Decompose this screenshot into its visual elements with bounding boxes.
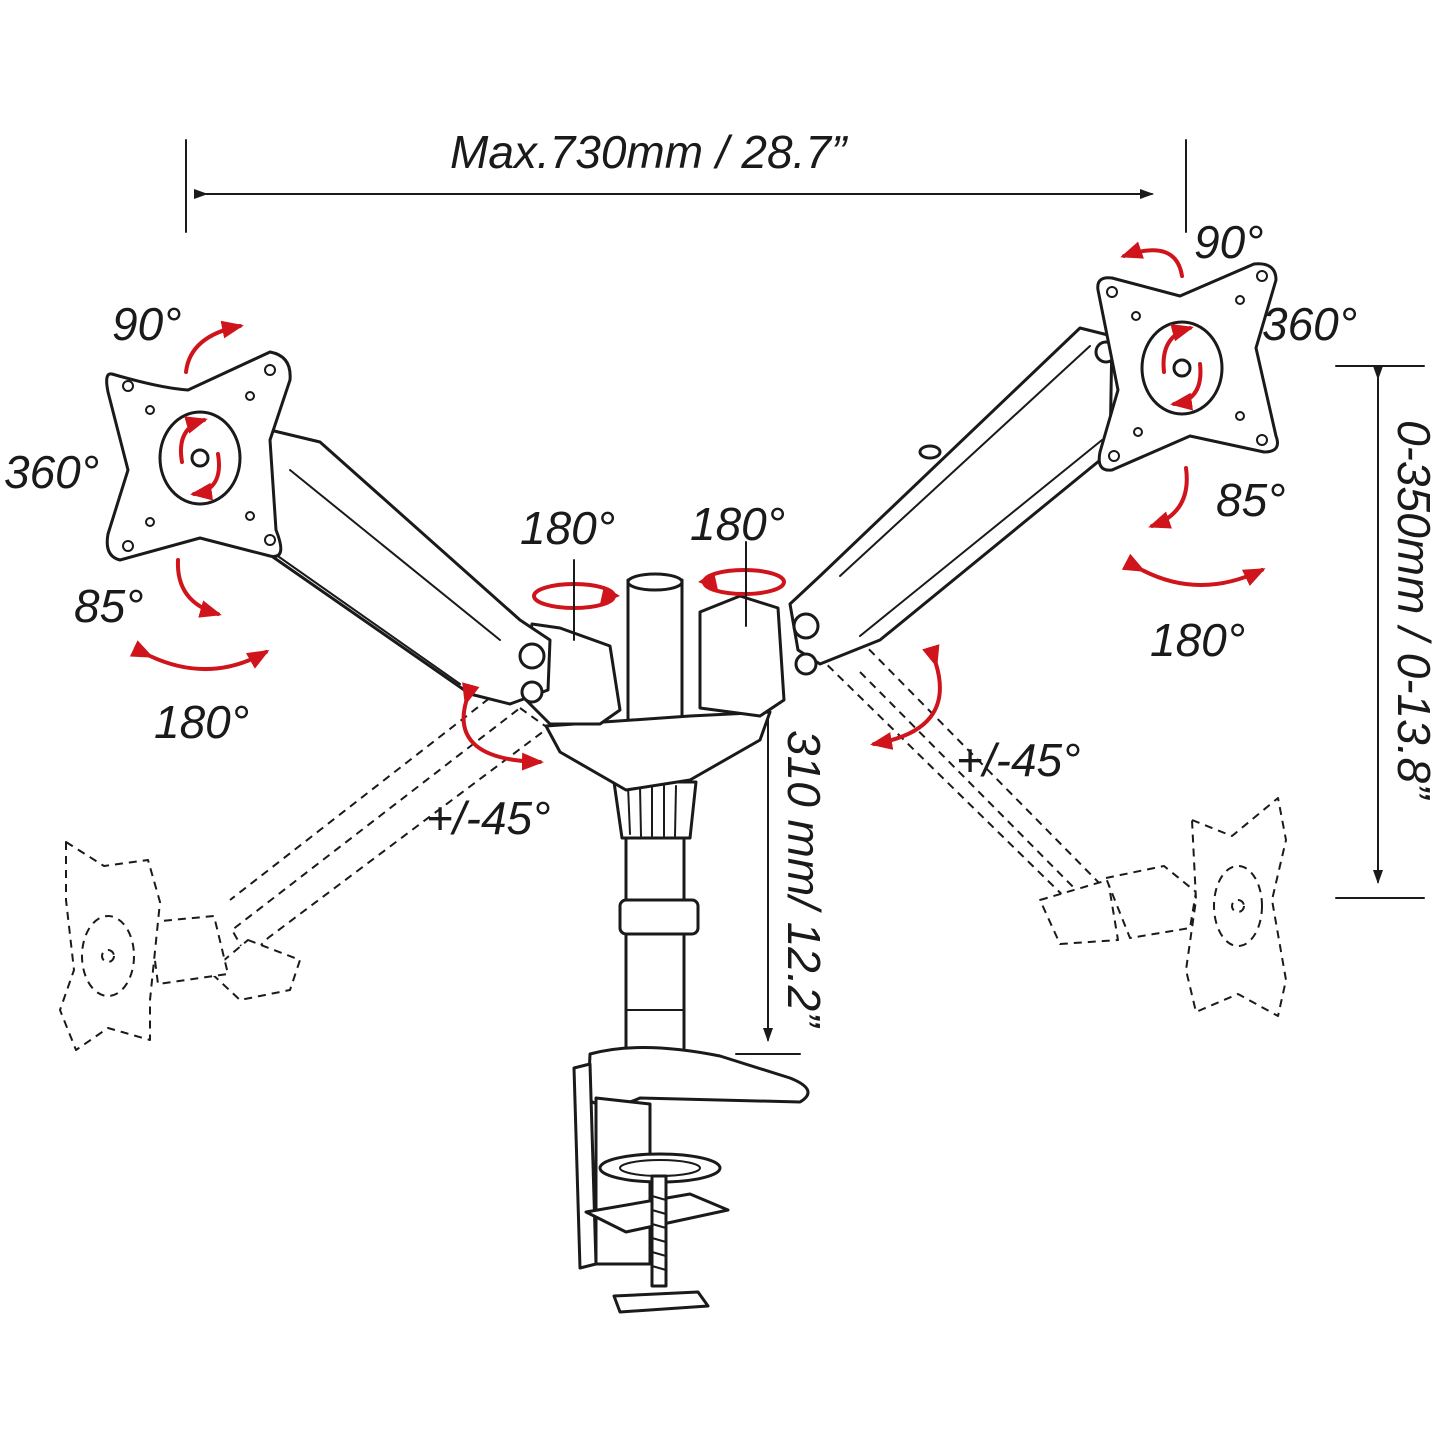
right-joint-swivel-arrow [698, 541, 786, 627]
right-rotate-label: 360° [1262, 298, 1357, 350]
left-joint-swivel-arrow [532, 559, 620, 641]
pole-height-label: 310 mm/ 12.2” [778, 730, 830, 1029]
right-tilt-arrow [1120, 241, 1184, 278]
right-arm [788, 326, 1118, 676]
left-swivel-label: 180° [154, 696, 249, 748]
right-swivel-arrow [1121, 553, 1266, 587]
width-span-label: Max.730mm / 28.7” [450, 126, 849, 178]
left-tilt-down-label: 85° [74, 580, 144, 632]
right-lowered-arm-outline [811, 629, 1287, 1017]
right-joint-swivel-label: 180° [690, 498, 785, 550]
left-rotate-label: 360° [4, 446, 99, 498]
pole [618, 572, 700, 1058]
right-arm-angle-arrow [870, 644, 942, 750]
left-arm-angle-label: +/-45° [426, 792, 551, 844]
right-tilt-down-arrow [1148, 466, 1189, 529]
right-monitor-plate [1096, 262, 1279, 472]
left-arm-angle-arrow [461, 682, 544, 771]
left-joint-swivel-label: 180° [520, 502, 615, 554]
left-rotate-arrow [179, 416, 221, 501]
left-arm [258, 428, 552, 706]
right-tilt-label: 90° [1194, 216, 1264, 268]
height-adjust-label: 0-350mm / 0-13.8” [1388, 420, 1440, 801]
right-rotate-arrow [1161, 323, 1203, 411]
left-tilt-label: 90° [112, 298, 182, 350]
width-dimension [185, 139, 1187, 233]
left-swivel-arrow [129, 640, 270, 671]
left-tilt-arrow [184, 320, 244, 374]
left-tilt-down-arrow [175, 558, 222, 618]
right-tilt-down-label: 85° [1216, 474, 1286, 526]
desk-clamp [572, 1046, 810, 1314]
right-swivel-label: 180° [1150, 614, 1245, 666]
right-arm-angle-label: +/-45° [956, 734, 1081, 786]
left-monitor-plate [105, 350, 292, 562]
height-dimension [1335, 365, 1425, 899]
